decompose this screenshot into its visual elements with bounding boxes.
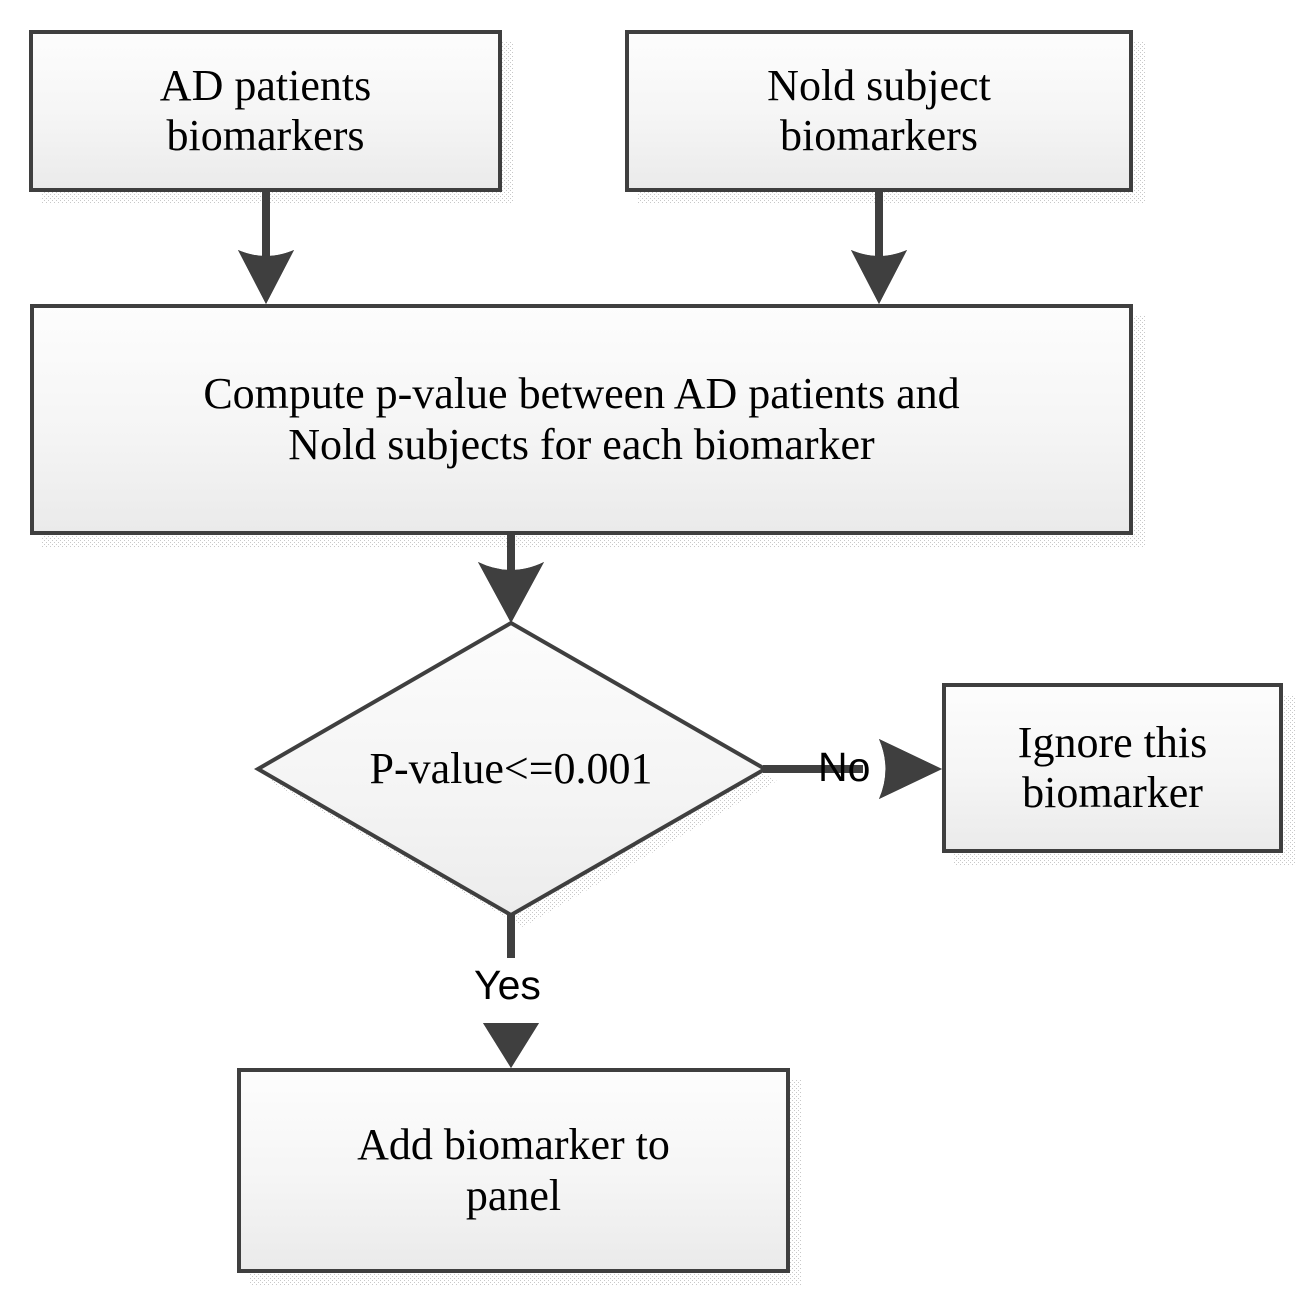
node-layer bbox=[29, 30, 1283, 1273]
arrowhead-overlay bbox=[238, 250, 942, 1068]
node-compute-pvalue bbox=[30, 304, 1133, 535]
node-nold-subjects bbox=[625, 30, 1133, 192]
node-ad-patients bbox=[29, 30, 502, 192]
node-add-biomarker bbox=[237, 1068, 790, 1273]
node-ignore-biomarker bbox=[942, 683, 1283, 853]
node-decision-diamond bbox=[253, 620, 770, 918]
